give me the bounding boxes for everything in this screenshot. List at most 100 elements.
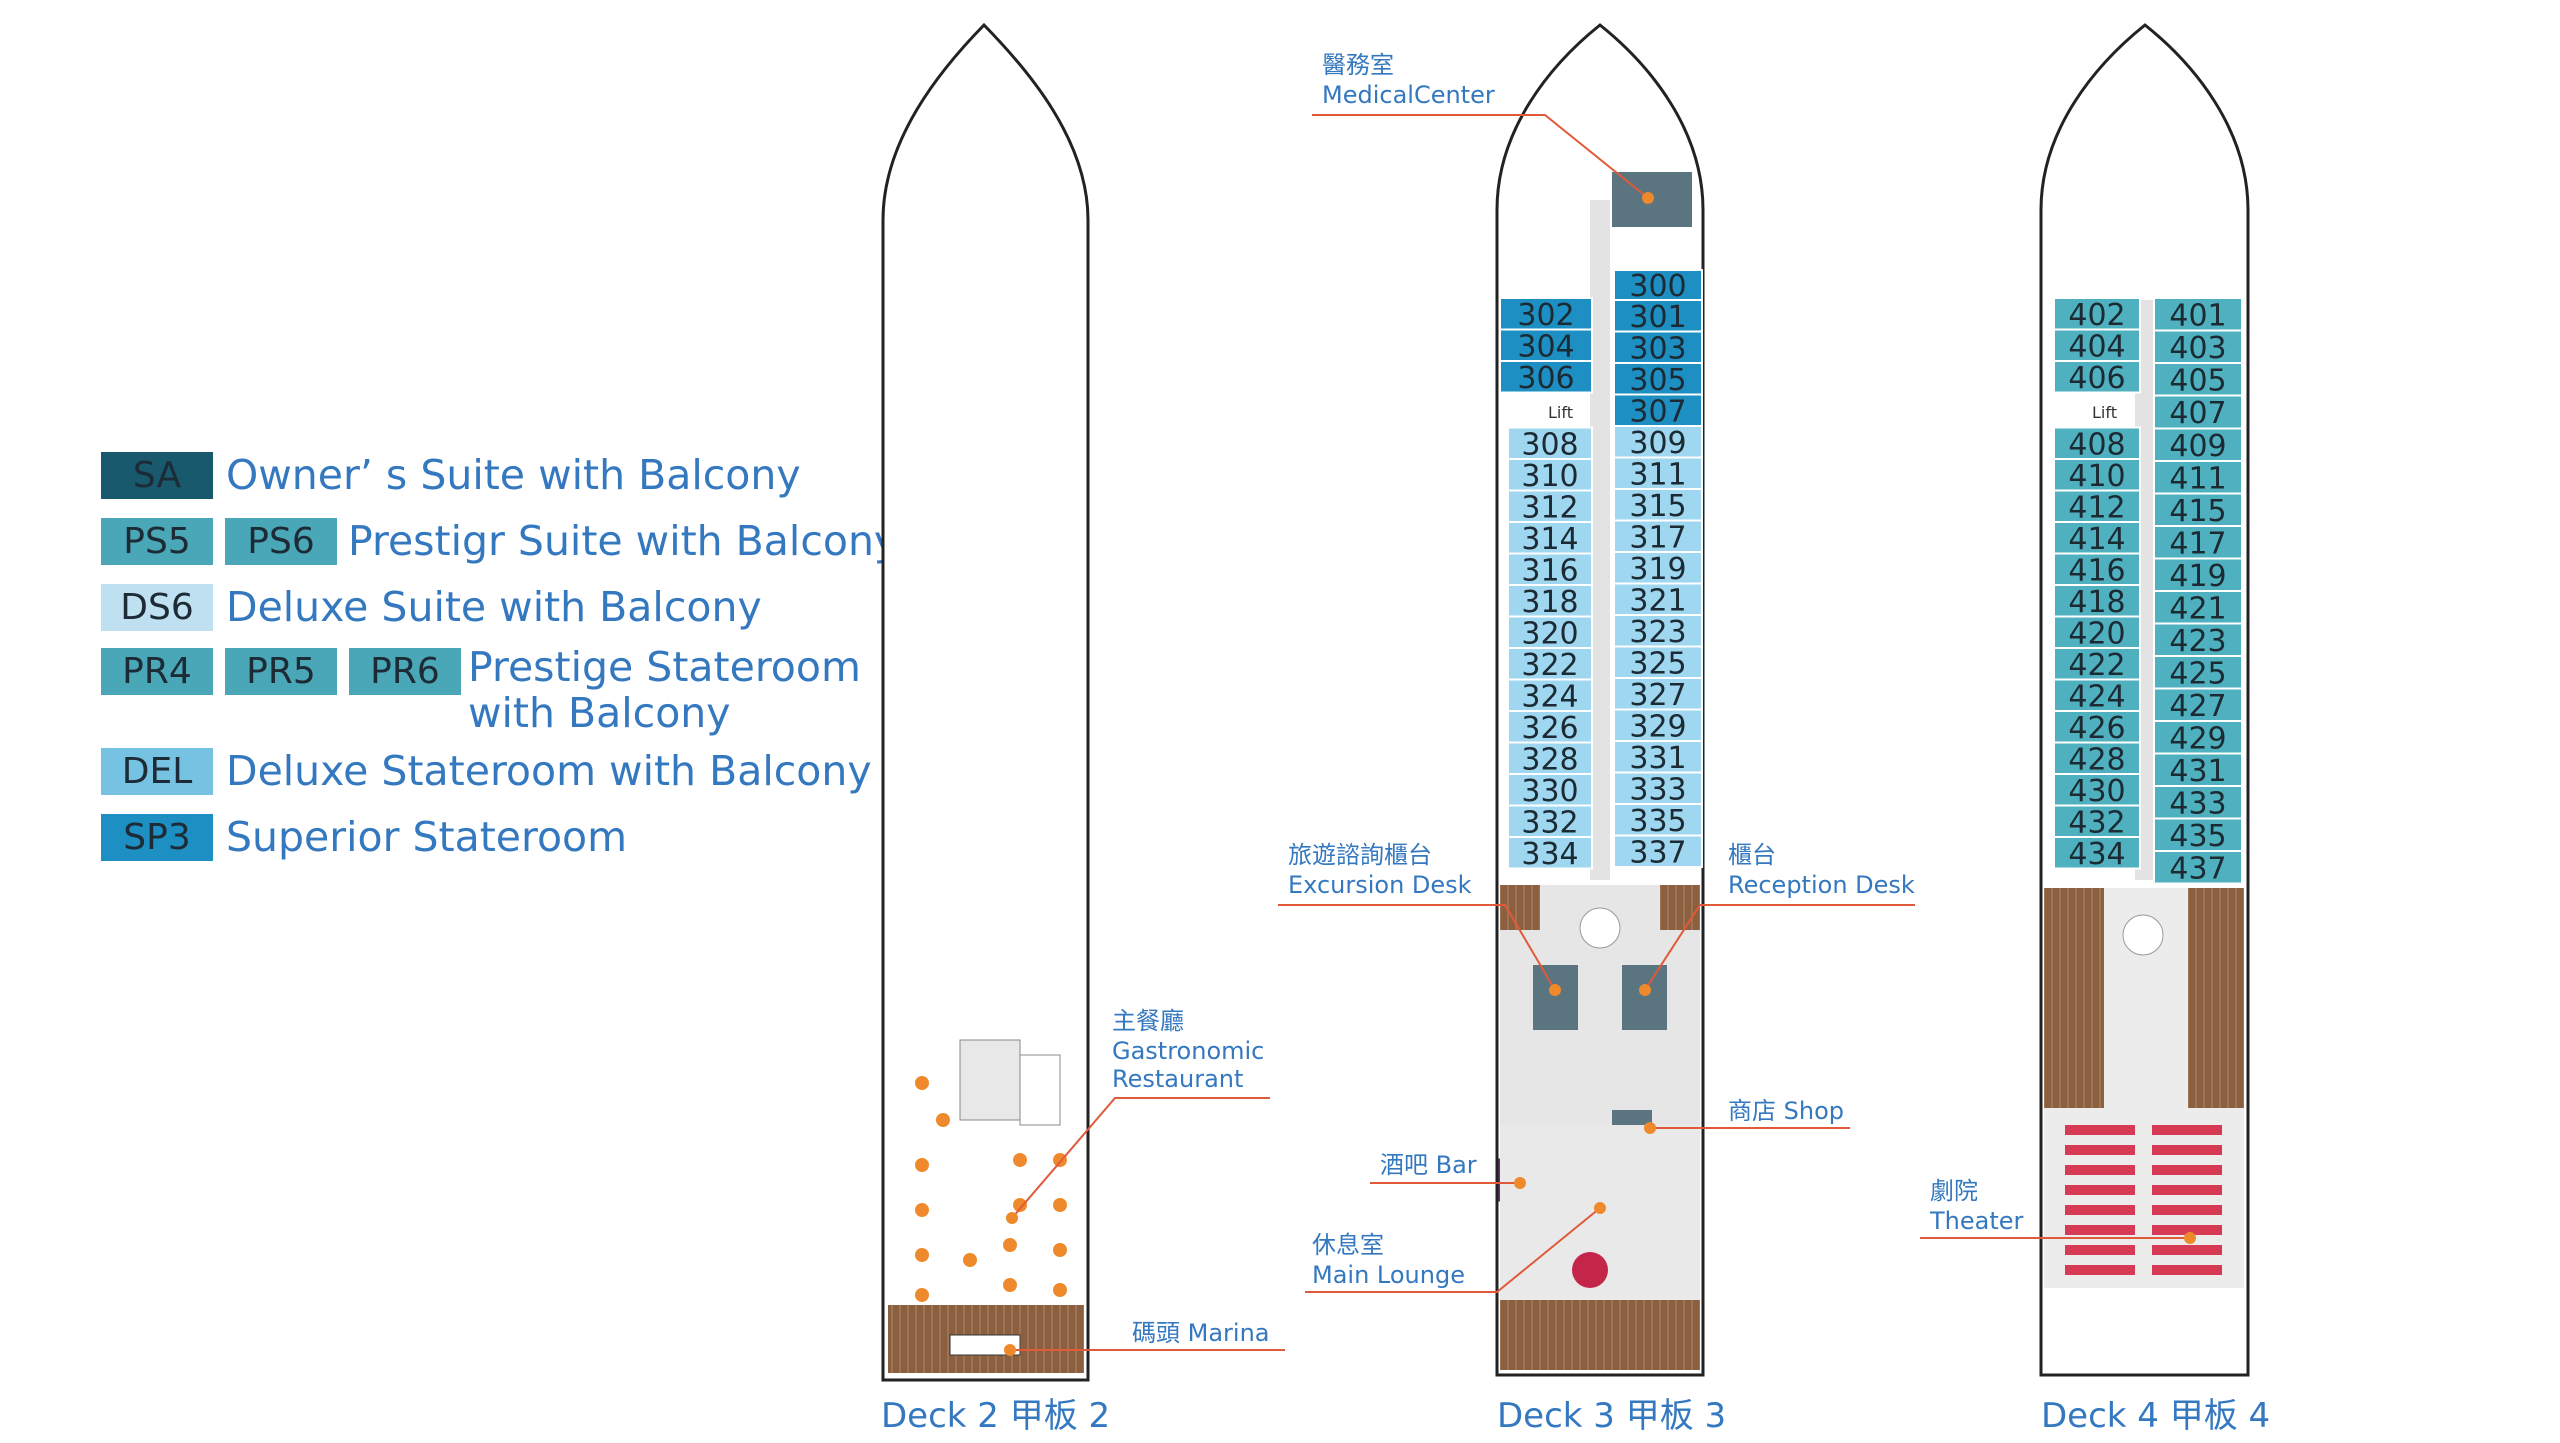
legend-chip-sa: SA <box>101 452 213 499</box>
deck3-cabin-300: 300 <box>1629 269 1686 304</box>
deck3-cabin-323-box <box>1613 614 1703 648</box>
deck3-cabin-308-box <box>1507 426 1593 460</box>
legend-chip-ps5: PS5 <box>101 518 213 565</box>
deck2-marina-callout: 碼頭 Marina <box>1132 1319 1270 1347</box>
deck4-cabin-429-box <box>2153 720 2243 755</box>
deck3-cabin-328: 328 <box>1521 742 1578 777</box>
deck4-cabin-430-box <box>2053 773 2141 807</box>
deck4-atrium-well <box>2122 914 2164 956</box>
deck4-cabin-433: 433 <box>2169 786 2226 821</box>
deck3-cabin-326: 326 <box>1521 711 1578 746</box>
legend-chip-pr5: PR5 <box>225 648 337 695</box>
deck3-cabin-316: 316 <box>1521 553 1578 588</box>
deck3-cabin-330: 330 <box>1521 774 1578 809</box>
deck3-cabin-328-box <box>1507 741 1593 775</box>
legend-chip-ps6: PS6 <box>225 518 337 565</box>
deck3-corridor <box>1590 200 1610 880</box>
legend-label-pr: Prestige Stateroom <box>468 643 861 691</box>
deck3-cabin-314: 314 <box>1521 522 1578 557</box>
deck2-restaurant-zh: 主餐廳 <box>1112 1007 1184 1035</box>
deck3-cabin-301-box <box>1613 299 1703 333</box>
deck4-cabin-423: 423 <box>2169 624 2226 659</box>
deck3-aft-deck <box>1500 1300 1700 1370</box>
deck4-cabin-418-box <box>2053 584 2141 618</box>
deck3-cabin-318: 318 <box>1521 585 1578 620</box>
deck3-cabin-332: 332 <box>1521 805 1578 840</box>
legend-label-ps: Prestigr Suite with Balcony <box>348 517 899 565</box>
deck4-cabin-411-box <box>2153 460 2243 495</box>
deck4-cabin-418: 418 <box>2068 585 2125 620</box>
deck4-cabin-414-box <box>2053 521 2141 555</box>
deck3-medical-en: MedicalCenter <box>1322 81 1495 109</box>
deck3-cabin-326-box <box>1507 710 1593 744</box>
deck4-cabin-408: 408 <box>2068 427 2125 462</box>
legend-chip-ds6: DS6 <box>101 584 213 631</box>
deck4-cabin-431-box <box>2153 752 2243 787</box>
deck4-cabin-406-box <box>2053 360 2141 394</box>
legend-chip-del: DEL <box>101 748 213 795</box>
deck4-theater-zh: 劇院 <box>1930 1177 1978 1205</box>
deck4-cabin-427: 427 <box>2169 689 2226 724</box>
deck3-cabin-306-box <box>1499 360 1593 394</box>
deck3-cabin-333-box <box>1613 771 1703 805</box>
deck4-stair-left <box>2044 888 2104 1108</box>
deck2-restaurant-en2: Restaurant <box>1112 1065 1244 1093</box>
deck3-medical-leader <box>1312 114 1649 199</box>
deck4-cabin-401: 401 <box>2169 298 2226 333</box>
legend-chip-pr6: PR6 <box>349 648 461 695</box>
deck4-cabin-422: 422 <box>2068 648 2125 683</box>
deck4-cabin-416: 416 <box>2068 553 2125 588</box>
deck4-cabin-424-box <box>2053 678 2141 712</box>
legend-label-del: Deluxe Stateroom with Balcony <box>226 747 872 795</box>
deck3-cabin-334-box <box>1507 836 1593 870</box>
deck3-cabin-301: 301 <box>1629 300 1686 335</box>
deck3-cabin-327-box <box>1613 677 1703 711</box>
deck4-cabin-404: 404 <box>2068 329 2125 364</box>
deck4-cabin-427-box <box>2153 687 2243 722</box>
deck4-cabin-412: 412 <box>2068 490 2125 525</box>
deck3-cabin-337-box <box>1613 834 1703 868</box>
deck4-cabin-417: 417 <box>2169 526 2226 561</box>
deck4-cabin-403: 403 <box>2169 331 2226 366</box>
deck3-cabin-305: 305 <box>1629 363 1686 398</box>
deck4-cabin-401-box <box>2153 297 2243 332</box>
deck3-cabin-314-box <box>1507 521 1593 555</box>
deck3-cabin-307-box <box>1613 393 1703 427</box>
deck4-cabin-432: 432 <box>2068 805 2125 840</box>
deck3-cabin-317-box <box>1613 519 1703 553</box>
deck4-cabin-414: 414 <box>2068 522 2125 557</box>
deck2-hull <box>881 22 1090 1382</box>
deck3-cabin-321: 321 <box>1629 583 1686 618</box>
deck3-cabin-315: 315 <box>1629 489 1686 524</box>
deck4-theater-seating <box>2065 1125 2222 1275</box>
deck3-cabin-323: 323 <box>1629 615 1686 650</box>
deck4-cabin-415: 415 <box>2169 494 2226 529</box>
deck2-title: Deck 2 甲板 2 <box>881 1396 1111 1436</box>
deck3-excursion-zh: 旅遊諮詢櫃台 <box>1288 841 1432 869</box>
deck4-cabin-402-box <box>2053 297 2141 331</box>
deck3-cabin-309-box <box>1613 425 1703 459</box>
deck3-lift-label: Lift <box>1548 403 1573 422</box>
deck3-shop-callout: 商店 Shop <box>1728 1097 1844 1125</box>
deck4-cabin-410-box <box>2053 458 2141 492</box>
deck4-cabin-428: 428 <box>2068 742 2125 777</box>
deck4-cabin-402: 402 <box>2068 298 2125 333</box>
deck4-cabin-406: 406 <box>2068 361 2125 396</box>
deck4-cabin-430: 430 <box>2068 774 2125 809</box>
legend-label-sa: Owner’ s Suite with Balcony <box>226 451 801 499</box>
deck2-marina-sign <box>949 1334 1021 1356</box>
deck3-atrium-well <box>1579 907 1621 949</box>
deck3-cabin-322-box <box>1507 647 1593 681</box>
deck3-cabin-315-box <box>1613 488 1703 522</box>
deck3-lounge-en: Main Lounge <box>1312 1261 1465 1289</box>
deck4-cabin-423-box <box>2153 622 2243 657</box>
deck3-reception-zh: 櫃台 <box>1728 841 1776 869</box>
deck3-cabin-320-box <box>1507 615 1593 649</box>
deck3-cabin-302-box <box>1499 297 1593 331</box>
deck4-cabin-412-box <box>2053 489 2141 523</box>
deck3-cabin-329: 329 <box>1629 709 1686 744</box>
deck4-cabin-426: 426 <box>2068 711 2125 746</box>
deck4-lift-label: Lift <box>2092 403 2117 422</box>
deck4-cabin-405: 405 <box>2169 363 2226 398</box>
deck3-cabin-327: 327 <box>1629 678 1686 713</box>
